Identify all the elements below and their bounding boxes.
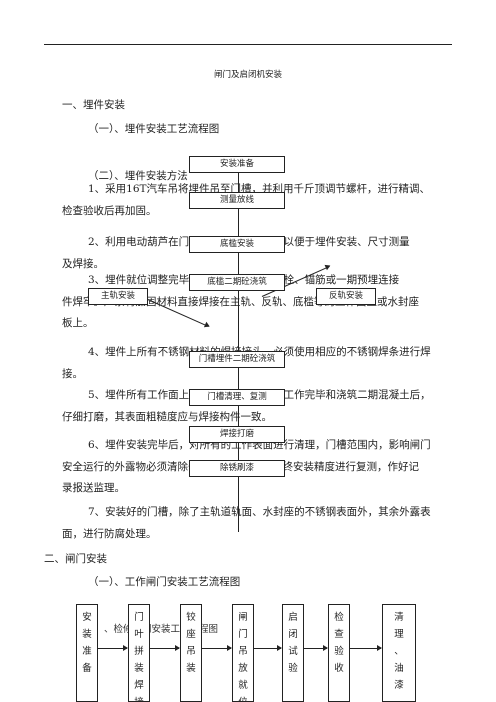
paragraph-1-line-2: 检查验收后再加固。: [62, 204, 157, 217]
paragraph-3-line-3: 板上。: [62, 317, 94, 329]
flow-branch-left: 主轨安装: [88, 288, 148, 305]
subsection-gate-flowchart-heading: （一）、工作闸门安装工艺流程图: [88, 576, 241, 588]
header-rule: [44, 44, 452, 45]
flow-step-6: 门槽清理、复测: [189, 389, 285, 406]
gate-flow-step-3: 铰座吊装: [180, 604, 202, 702]
flow-branch-right: 反轨安装: [316, 288, 376, 305]
flow-step-5: 门槽埋件二期砼浇筑: [189, 351, 285, 368]
paragraph-5-line-2: 仔细打磨，其表面粗糙度应与焊接构件一致。: [62, 410, 272, 423]
paragraph-4-line-2: 接。: [62, 367, 83, 380]
gate-flow-arrow: [202, 645, 232, 651]
page-title: 闸门及启闭机安装: [213, 70, 282, 80]
flow-step-4: 底槛二期砼浇筑: [189, 274, 285, 291]
gate-flow-arrow: [254, 645, 282, 651]
paragraph-7-line-1: 7、安装好的门槽，除了主轨道轨面、水封座的不锈钢表面外，其余外露表: [88, 506, 431, 518]
gate-flow-step-7: 清理、油漆: [382, 604, 416, 702]
gate-flow-step-1: 安装准备: [76, 604, 98, 702]
gate-flow-step-6: 检查验收: [328, 604, 350, 702]
paragraph-6-line-3: 录报送监理。: [62, 482, 125, 494]
gate-flow-step-4: 闸门吊放就位: [232, 604, 254, 702]
subsection-flowchart-heading: （一）、埋件安装工艺流程图: [88, 123, 220, 135]
paragraph-7-line-2: 面，进行防腐处理。: [62, 527, 157, 540]
flow-step-8: 除锈刷漆: [189, 460, 285, 477]
subsection-method-heading: （二）、埋件安装方法: [88, 170, 188, 182]
section-heading-1: 一、埋件安装: [62, 99, 125, 111]
flow-step-1: 安装准备: [189, 156, 285, 173]
gate-flow-arrow: [98, 645, 128, 651]
flow-step-3: 底槛安装: [189, 236, 285, 253]
paragraph-2-line-2: 及焊接。: [62, 257, 104, 270]
gate-flow-arrow: [304, 645, 328, 651]
flow-step-2: 测量放线: [189, 192, 285, 209]
overlap-heading-text: 、检修闸门安装工艺流程图: [104, 624, 219, 635]
flow-connector: [238, 164, 239, 532]
gate-flow-arrow: [150, 645, 180, 651]
gate-flow-arrow: [350, 645, 382, 651]
section-heading-2: 二、闸门安装: [44, 553, 107, 565]
flow-step-7: 焊接打磨: [189, 426, 285, 443]
gate-flow-step-5: 启闭试验: [282, 604, 304, 702]
gate-flow-step-2: 门叶拼装焊接: [128, 604, 150, 702]
paragraph-1-line-1: 1、采用16T汽车吊将埋件吊至门槽，并利用千斤顶调节螺杆，进行精调、: [88, 183, 431, 195]
paragraph-6-line-1: 6、埋件安装完毕后，对所有的工作表面进行清理，门槽范围内，影响闸门: [88, 439, 431, 451]
